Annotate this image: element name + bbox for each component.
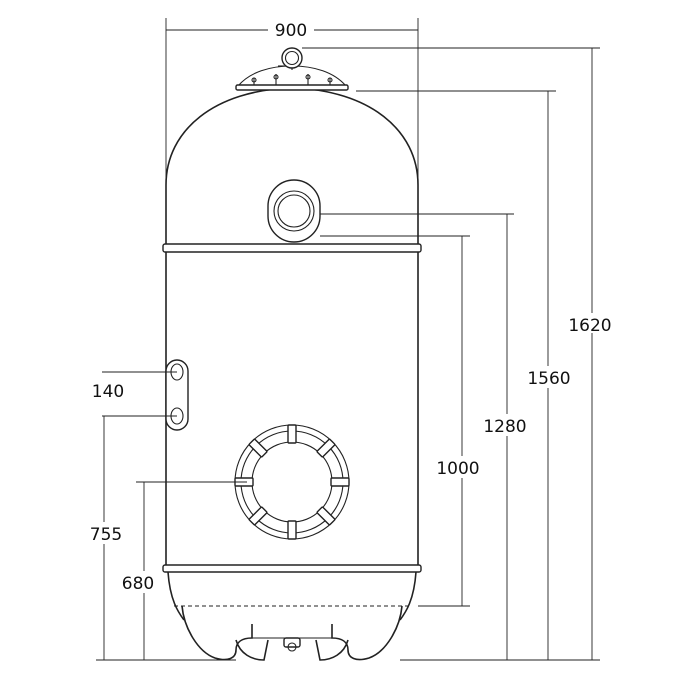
height-680-label: 680	[122, 574, 154, 594]
upper-port	[267, 179, 321, 243]
dimension-labels: 900 1620 1560 1280 1000 140 755 680	[84, 18, 616, 594]
width-label: 900	[275, 21, 307, 41]
height-1000-label: 1000	[436, 459, 479, 479]
tank-bottom	[167, 571, 185, 621]
side-ports	[165, 359, 189, 431]
tank-bottom-right	[399, 571, 417, 621]
height-1620-label: 1620	[568, 316, 611, 336]
drain-valve-icon	[283, 637, 301, 652]
tank-feet	[181, 605, 403, 661]
lower-band	[162, 564, 422, 573]
pressure-gauge-icon	[278, 47, 303, 70]
tank-outline	[165, 87, 419, 621]
upper-band	[162, 243, 422, 253]
height-1560-label: 1560	[527, 369, 570, 389]
height-1280-label: 1280	[483, 417, 526, 437]
dimension-lines	[96, 18, 600, 661]
port-spacing-label: 140	[92, 382, 124, 402]
height-755-label: 755	[90, 525, 122, 545]
